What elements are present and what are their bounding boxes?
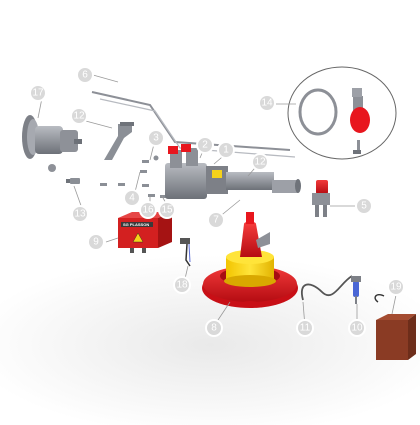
callout-4-label: 4 bbox=[129, 193, 135, 204]
part-bolts bbox=[100, 155, 167, 198]
callout-12b-label: 12 bbox=[254, 157, 266, 168]
callout-5-label: 5 bbox=[361, 201, 367, 212]
callout-8: 8 bbox=[205, 319, 223, 337]
part-motor bbox=[22, 115, 82, 172]
callout-2: 2 bbox=[196, 136, 214, 154]
callout-7-label: 7 bbox=[213, 215, 219, 226]
callout-16: 16 bbox=[139, 201, 157, 219]
callout-18: 18 bbox=[173, 276, 191, 294]
callout-14-label: 14 bbox=[261, 98, 273, 109]
callout-6-label: 6 bbox=[82, 70, 88, 81]
callout-10-label: 10 bbox=[351, 323, 363, 334]
callout-3-label: 3 bbox=[153, 133, 159, 144]
callout-15: 15 bbox=[158, 201, 176, 219]
part-screw bbox=[66, 178, 80, 184]
callout-5: 5 bbox=[355, 197, 373, 215]
callout-19-label: 19 bbox=[390, 282, 402, 293]
callout-1-label: 1 bbox=[223, 145, 229, 156]
callout-12-label: 12 bbox=[73, 111, 85, 122]
callout-1: 1 bbox=[217, 141, 235, 159]
part-gearbox-unit bbox=[165, 144, 301, 199]
callout-6: 6 bbox=[76, 66, 94, 84]
part-valve bbox=[312, 180, 330, 217]
callout-12: 12 bbox=[70, 107, 88, 125]
callout-3: 3 bbox=[147, 129, 165, 147]
callout-9-label: 9 bbox=[93, 237, 99, 248]
part-detail-circle bbox=[287, 66, 397, 160]
callout-17: 17 bbox=[29, 84, 47, 102]
callout-10: 10 bbox=[348, 319, 366, 337]
callout-17-label: 17 bbox=[32, 88, 44, 99]
callout-12b: 12 bbox=[251, 153, 269, 171]
callout-16-label: 16 bbox=[142, 205, 154, 216]
callout-18-label: 18 bbox=[176, 280, 188, 291]
callout-4: 4 bbox=[123, 189, 141, 207]
part-bracket bbox=[104, 122, 134, 160]
callout-19: 19 bbox=[387, 278, 405, 296]
callout-9: 9 bbox=[87, 233, 105, 251]
part-pan-feeder bbox=[202, 212, 298, 308]
callout-15-label: 15 bbox=[161, 205, 173, 216]
callout-14: 14 bbox=[258, 94, 276, 112]
callout-7: 7 bbox=[207, 211, 225, 229]
callout-11: 11 bbox=[296, 319, 314, 337]
floor-shadow bbox=[0, 255, 420, 425]
part-brown-box bbox=[374, 293, 416, 360]
part-sensor bbox=[180, 238, 191, 267]
controller-brand-label: SG PLASSON bbox=[123, 222, 149, 227]
callout-13-label: 13 bbox=[74, 209, 86, 220]
callout-8-label: 8 bbox=[211, 323, 217, 334]
part-controller-box: SG PLASSON bbox=[118, 212, 172, 253]
callout-11-label: 11 bbox=[300, 323, 311, 334]
part-cable-sensor bbox=[300, 275, 361, 304]
callout-2-label: 2 bbox=[202, 140, 208, 151]
callout-13: 13 bbox=[71, 205, 89, 223]
